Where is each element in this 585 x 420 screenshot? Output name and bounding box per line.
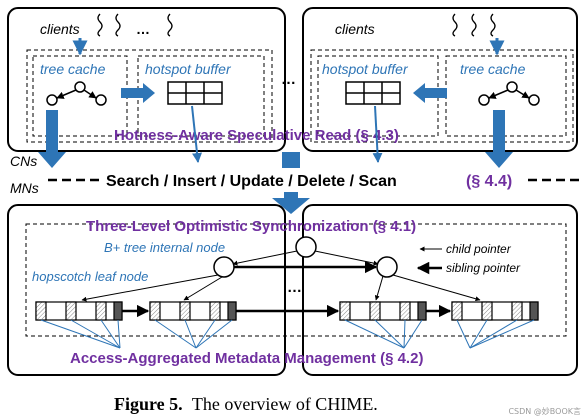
leaf-nodes: [35, 301, 539, 321]
caption-text: The overview of CHIME.: [192, 394, 378, 414]
left-clients-label: clients: [40, 21, 80, 37]
internal-node-root: [295, 236, 317, 258]
ops-to-mn-arrow: [272, 192, 310, 214]
memory-nodes-panel: [7, 204, 578, 376]
caption-prefix: Figure 5.: [114, 394, 183, 414]
left-cn-cache-region: [26, 49, 273, 143]
internal-nodes: [213, 236, 398, 278]
leaf-node-1: [35, 301, 123, 321]
mns-label: MNs: [10, 180, 39, 196]
cn-to-ops-arrows: [38, 105, 513, 168]
leaf-node-2: [149, 301, 237, 321]
speculative-read-title: Hotness-Aware Speculative Read (§ 4.3): [114, 127, 399, 144]
internal-node-left: [213, 256, 235, 278]
synchronization-title: Three-Level Optimistic Synchronization (…: [86, 218, 416, 235]
left-tree-cache-icon: [46, 81, 107, 106]
csdn-watermark: CSDN @妙BOOK言: [508, 407, 581, 416]
ops-blue-square: [282, 152, 300, 168]
left-hotspot-buffer-icon: [167, 81, 223, 105]
right-hotspot-buffer-label: hotspot buffer: [322, 61, 409, 77]
right-clients-label: clients: [335, 21, 375, 37]
child-pointer-label: child pointer: [446, 242, 512, 256]
leaf-node-4: [451, 301, 539, 321]
metadata-aggregation-lines: [40, 319, 535, 349]
pointer-legend: child pointer sibling pointer: [416, 242, 521, 275]
leaf-node-3: [339, 301, 427, 321]
right-cache-to-buffer-arrow: [413, 83, 447, 103]
right-tree-cache-icon: [478, 81, 540, 106]
internal-pointers: [81, 250, 481, 302]
right-tree-cache-label: tree cache: [460, 61, 526, 77]
operations-text: Search / Insert / Update / Delete / Scan: [106, 173, 397, 190]
right-cn-cache-region: [310, 49, 574, 143]
right-hotspot-buffer-box: [317, 55, 439, 137]
operations-section-ref: (§ 4.4): [466, 173, 512, 190]
metadata-management-title: Access-Aggregated Metadata Management (§…: [70, 350, 423, 367]
left-client-squiggles: [97, 13, 173, 37]
mn-middle-ellipsis: …: [287, 279, 302, 296]
cns-label: CNs: [10, 153, 37, 169]
figure-caption: Figure 5. The overview of CHIME.: [114, 394, 378, 414]
left-hotspot-buffer-label: hotspot buffer: [145, 61, 232, 77]
cn-middle-ellipsis: …: [281, 71, 296, 88]
right-compute-node: clients hotspot buffer tree cache: [302, 7, 578, 152]
internal-node-label: B+ tree internal node: [104, 240, 225, 255]
sibling-pointer-label: sibling pointer: [446, 261, 521, 275]
left-tree-cache-label: tree cache: [40, 61, 106, 77]
internal-node-right: [376, 256, 398, 278]
right-hotspot-buffer-icon: [345, 81, 401, 105]
left-clients-ellipsis: …: [136, 21, 150, 37]
left-compute-node: clients … tree cache hotspot buffer: [7, 7, 286, 152]
leaf-node-label: hopscotch leaf node: [32, 269, 148, 284]
left-cache-to-buffer-arrow: [121, 83, 155, 103]
right-client-squiggles: [452, 13, 496, 37]
